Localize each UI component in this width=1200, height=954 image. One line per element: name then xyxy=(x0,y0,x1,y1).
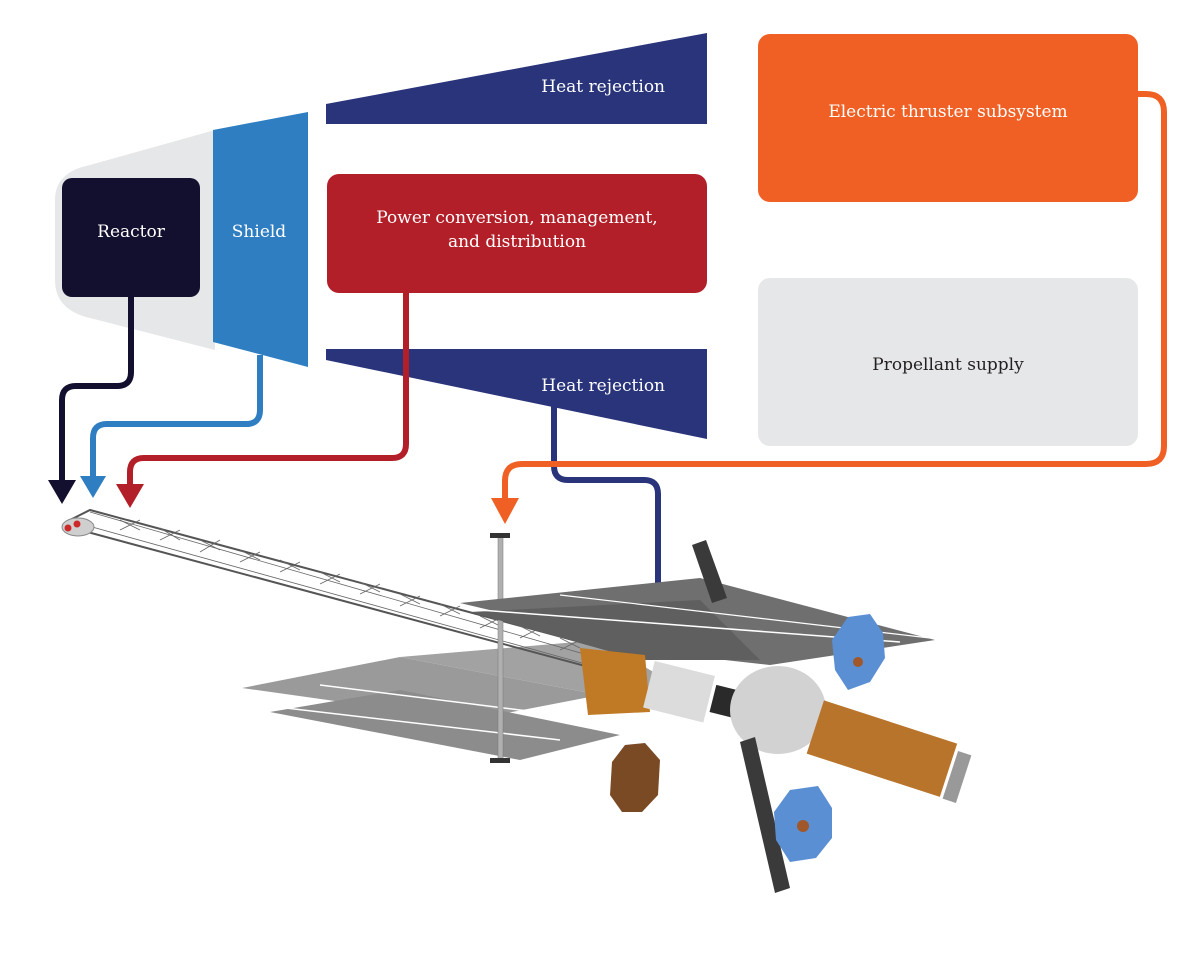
heat-rejection-bottom xyxy=(326,349,707,439)
power-label-line2: and distribution xyxy=(448,232,586,252)
solar-array-lower xyxy=(740,737,790,893)
heat-rejection-top xyxy=(326,33,707,124)
power-arrowhead xyxy=(116,484,144,508)
truss-boom xyxy=(68,508,612,672)
power-block xyxy=(327,174,707,293)
power-label-line1: Power conversion, management, xyxy=(376,208,657,228)
radiator-panel-lower-2 xyxy=(270,690,620,760)
thruster-connector xyxy=(502,91,1167,502)
pmad-module xyxy=(580,648,650,715)
heat-connector xyxy=(551,402,661,600)
thruster-arrowhead xyxy=(491,498,519,524)
thruster-block xyxy=(758,34,1138,202)
reactor-connector xyxy=(59,297,134,484)
radiator-panel-lower-1 xyxy=(242,657,600,720)
thruster-mast xyxy=(497,536,504,763)
propellant-block xyxy=(758,278,1138,446)
shield-connector xyxy=(90,355,263,478)
power-connector xyxy=(127,293,409,488)
antenna-dish-upper xyxy=(832,614,885,690)
reactor-arrowhead xyxy=(48,480,76,504)
thruster-label: Electric thruster subsystem xyxy=(828,102,1067,122)
spacecraft-illustration xyxy=(61,508,972,893)
heat-rejection-top-label: Heat rejection xyxy=(541,77,665,97)
shield-label: Shield xyxy=(232,222,287,242)
reactor-block xyxy=(62,178,200,297)
truss-lattice xyxy=(84,511,606,669)
propellant-tank xyxy=(806,700,958,797)
shield-block xyxy=(213,112,308,367)
habitat-module xyxy=(730,666,826,754)
antenna-dish-brown xyxy=(610,743,660,812)
shield-arrowhead xyxy=(80,476,106,498)
service-module xyxy=(643,660,715,723)
reactor-label: Reactor xyxy=(97,222,166,242)
propellant-label: Propellant supply xyxy=(872,355,1024,375)
solar-array-upper xyxy=(692,540,727,603)
heat-rejection-bottom-label: Heat rejection xyxy=(541,376,665,396)
